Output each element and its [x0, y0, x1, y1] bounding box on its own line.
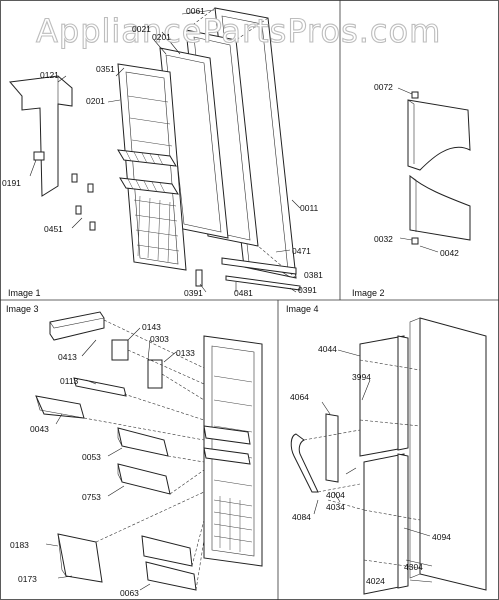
dairy-door [73, 377, 127, 397]
part-label-0133[interactable]: 0133 [176, 348, 195, 358]
part-label-0201-b[interactable]: 0201 [86, 96, 105, 106]
part-label-0481[interactable]: 0481 [234, 288, 253, 298]
hinge-bracket [147, 359, 163, 389]
part-label-0143[interactable]: 0143 [142, 322, 161, 332]
part-label-0121[interactable]: 0121 [40, 70, 59, 80]
control-housing [9, 75, 73, 197]
crisper-bin [57, 533, 103, 583]
part-label-0061[interactable]: 0061 [186, 6, 205, 16]
door-shelf-0753 [117, 463, 171, 495]
watermark: AppliancePartsPros.com [36, 12, 441, 50]
image3-drawing [35, 311, 263, 591]
cabinet-body [117, 63, 187, 271]
part-label-0032[interactable]: 0032 [374, 234, 393, 244]
part-label-0011[interactable]: 0011 [300, 203, 319, 213]
door-bin-upper [203, 425, 251, 445]
part-label-0183[interactable]: 0183 [10, 540, 29, 550]
part-label-0113[interactable]: 0113 [60, 376, 79, 386]
panel-title-image4: Image 4 [286, 304, 319, 314]
part-label-0471[interactable]: 0471 [292, 246, 311, 256]
part-label-4034[interactable]: 4034 [326, 502, 345, 512]
part-label-0191[interactable]: 0191 [2, 178, 21, 188]
part-0191 [33, 151, 45, 161]
door-shelf-0063-upper [141, 535, 193, 567]
top-trim [49, 311, 105, 341]
part-label-4064[interactable]: 4064 [290, 392, 309, 402]
panel-title-image1: Image 1 [8, 288, 41, 298]
dairy-bin [35, 395, 85, 419]
part-label-0303[interactable]: 0303 [150, 334, 169, 344]
part-label-4084[interactable]: 4084 [292, 512, 311, 522]
lower-door-panel [409, 174, 471, 241]
door-bin-middle [203, 447, 251, 465]
door-handle [290, 433, 319, 493]
part-label-0413[interactable]: 0413 [58, 352, 77, 362]
part-label-4004[interactable]: 4004 [326, 490, 345, 500]
part-label-4094[interactable]: 4094 [432, 532, 451, 542]
part-label-0053[interactable]: 0053 [82, 452, 101, 462]
part-label-0753[interactable]: 0753 [82, 492, 101, 502]
cabinet-side [419, 317, 487, 591]
image1-drawing [9, 7, 301, 293]
part-label-4304[interactable]: 4304 [404, 562, 423, 572]
image2-drawing [397, 87, 471, 253]
part-label-3994[interactable]: 3994 [352, 372, 371, 382]
part-label-0021[interactable]: 0021 [132, 24, 151, 34]
part-label-0391-a[interactable]: 0391 [184, 288, 203, 298]
hinge-plate [111, 339, 129, 361]
part-label-0451[interactable]: 0451 [44, 224, 63, 234]
upper-door-panel [407, 99, 471, 171]
part-label-0063[interactable]: 0063 [120, 588, 139, 598]
panel-title-image2: Image 2 [352, 288, 385, 298]
part-label-0381[interactable]: 0381 [304, 270, 323, 280]
part-label-0391-b[interactable]: 0391 [298, 285, 317, 295]
part-label-0072[interactable]: 0072 [374, 82, 393, 92]
part-label-4044[interactable]: 4044 [318, 344, 337, 354]
panel-title-image3: Image 3 [6, 304, 39, 314]
bottom-rail [221, 257, 297, 275]
image4-drawing [290, 317, 487, 595]
part-label-4024[interactable]: 4024 [366, 576, 385, 586]
door-shelf-0063-lower [145, 561, 197, 591]
part-label-0201[interactable]: 0201 [152, 32, 171, 42]
fresh-food-door [203, 335, 263, 567]
part-label-0351[interactable]: 0351 [96, 64, 115, 74]
part-label-0043[interactable]: 0043 [30, 424, 49, 434]
part-label-0173[interactable]: 0173 [18, 574, 37, 584]
upper-door-assembly [359, 335, 405, 457]
part-label-0042[interactable]: 0042 [440, 248, 459, 258]
